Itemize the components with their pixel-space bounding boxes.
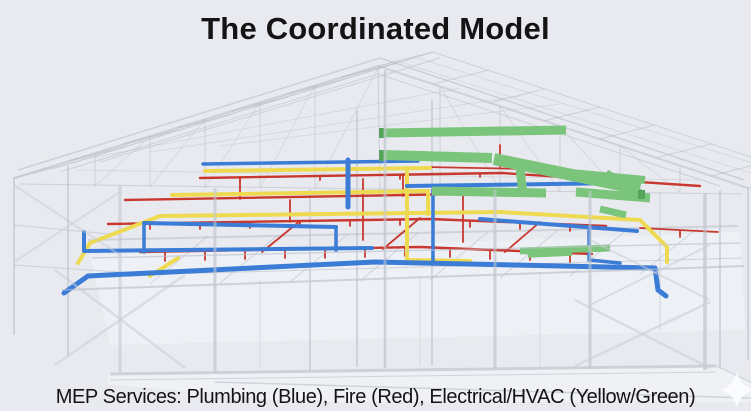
front-structure-overlay [13,72,745,376]
mep-legend-caption: MEP Services: Plumbing (Blue), Fire (Red… [55,386,696,408]
sparkle-icon [720,371,751,407]
duct-end-cap [379,150,384,161]
duct-end-cap [379,128,384,138]
slide-title: The Coordinated Model [201,11,550,46]
electrical-conduit-yellow [76,166,669,278]
structural-frame [13,70,751,399]
duct-end-cap [638,190,645,199]
hvac-ducts-green [379,125,651,258]
roof-frame [13,51,751,195]
